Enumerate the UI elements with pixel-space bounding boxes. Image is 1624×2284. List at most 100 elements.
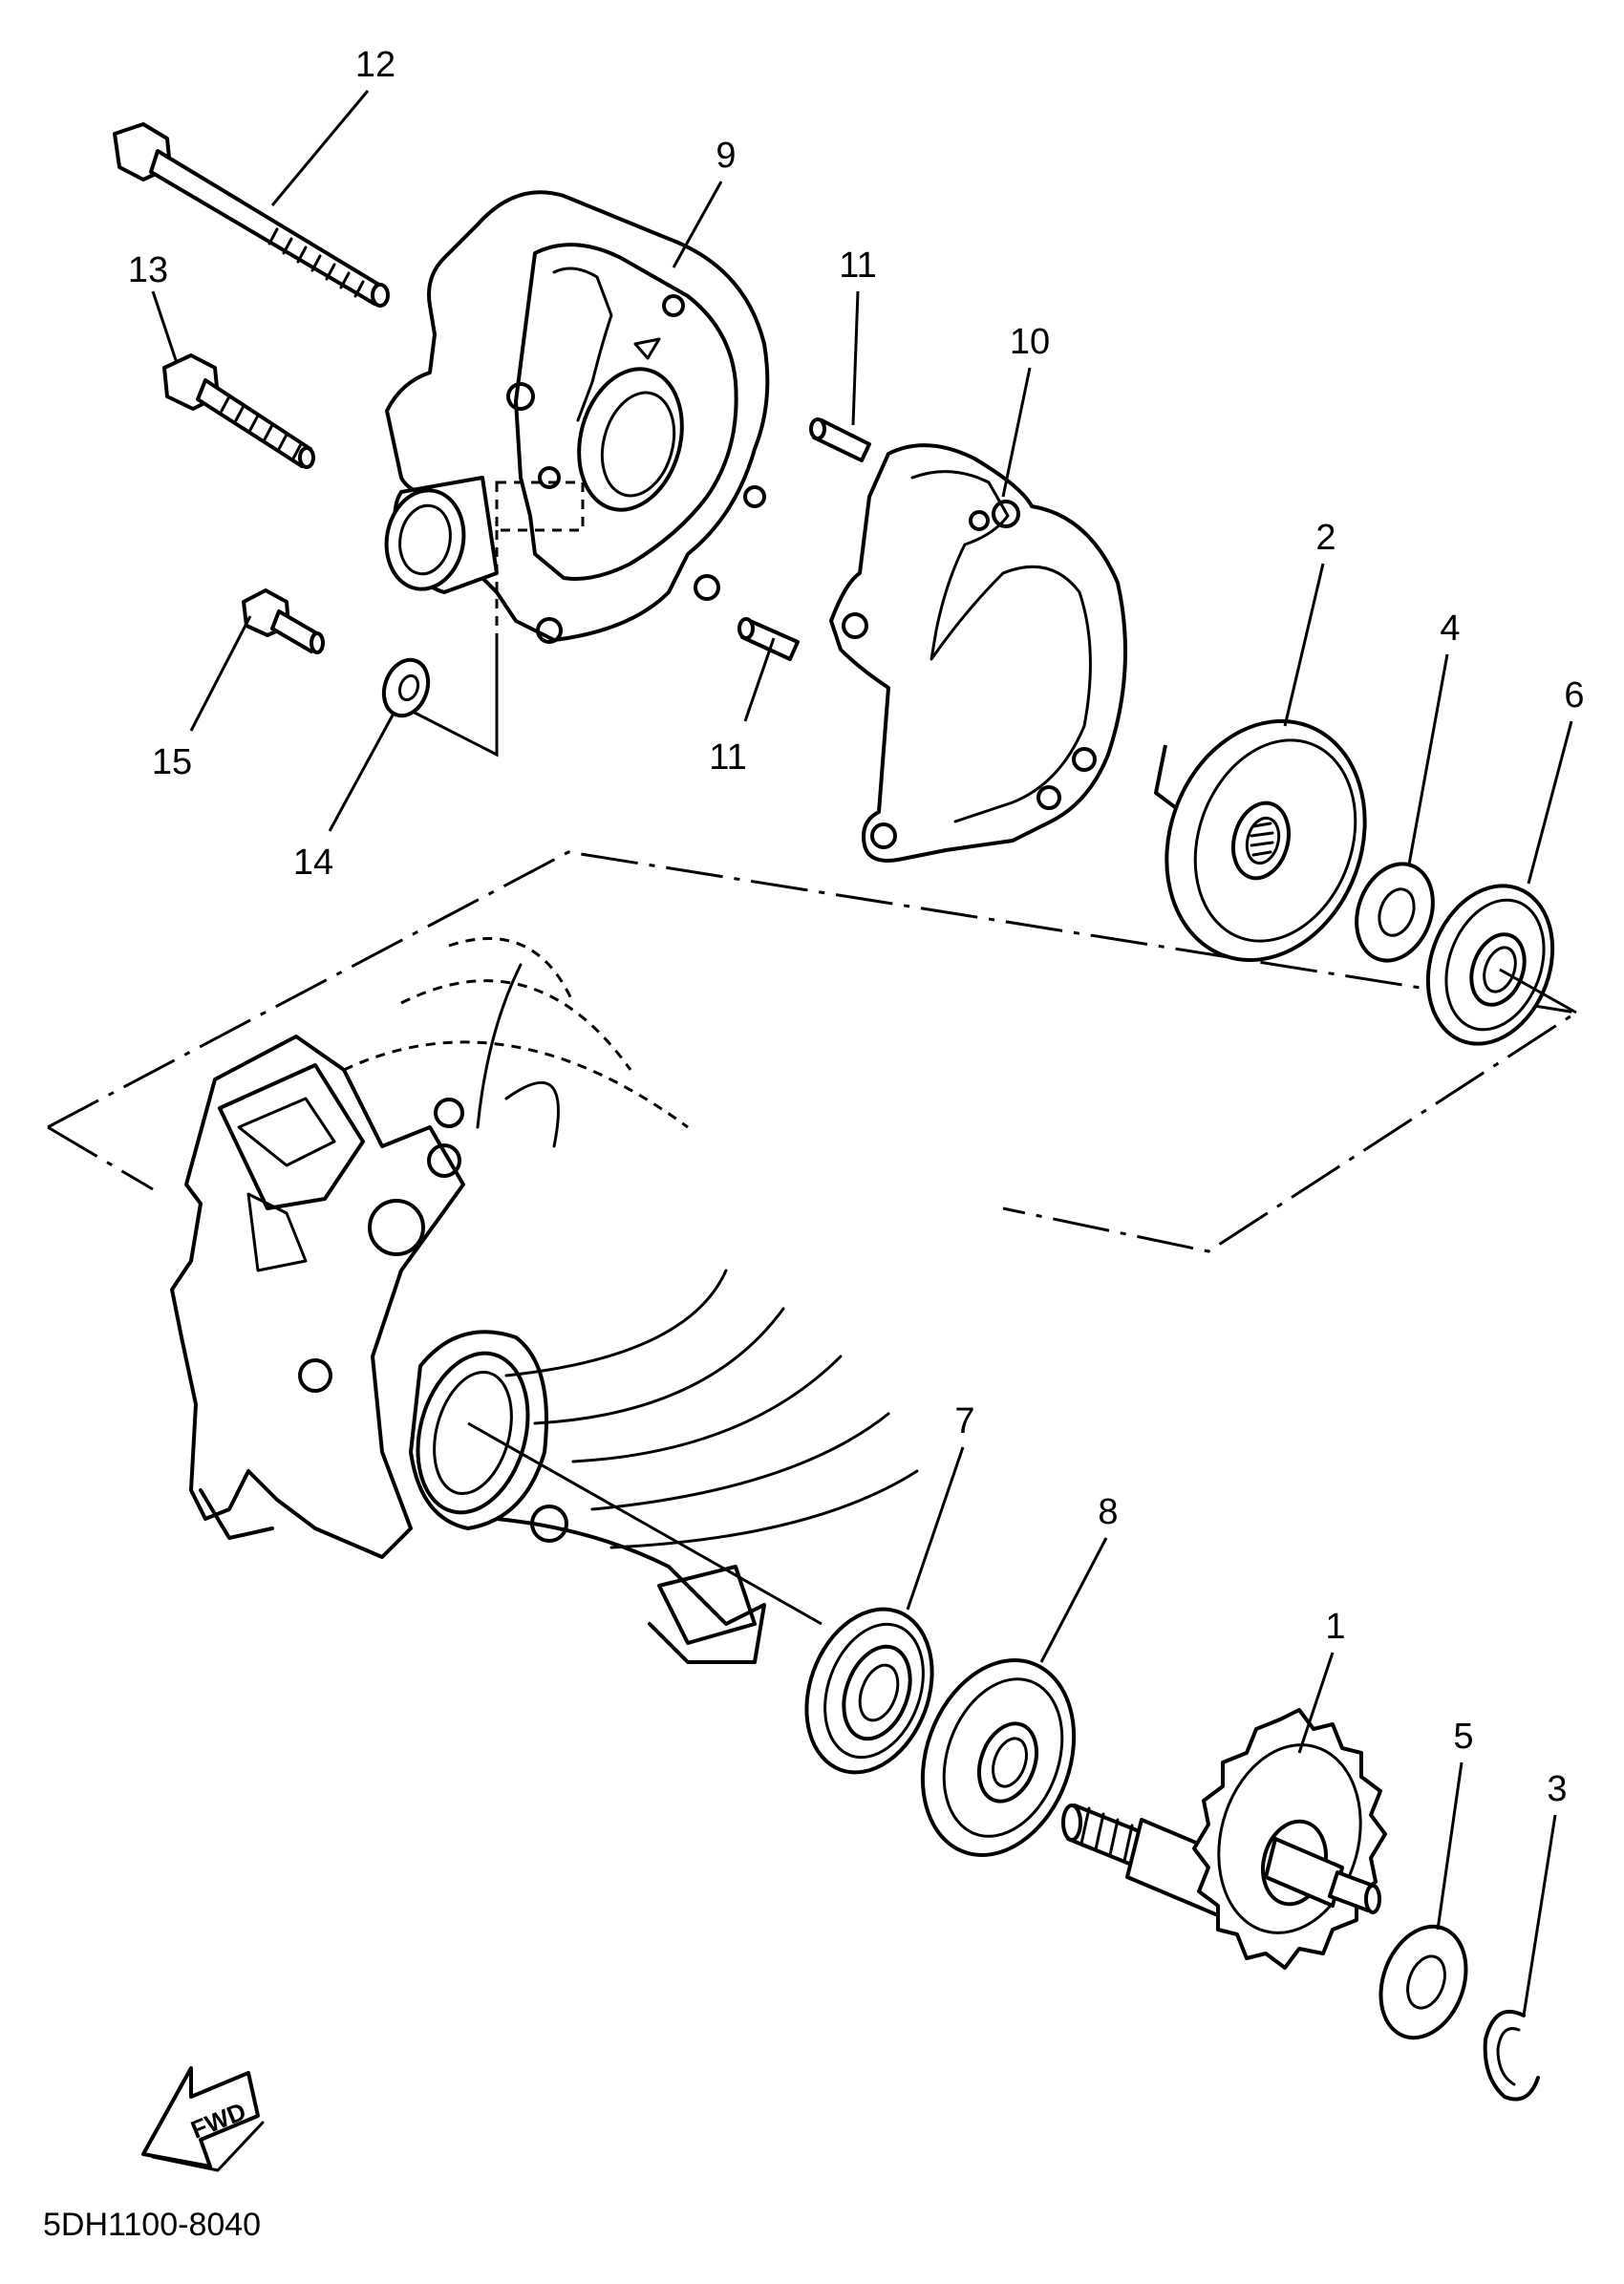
leader-13 <box>151 290 179 364</box>
callout-12: 12 <box>355 45 395 85</box>
oil-seal-8-rim <box>942 1677 1064 1838</box>
washer-5-outer <box>1378 1924 1468 2040</box>
dowel-pin-11-upper <box>809 417 871 462</box>
pump-cover-flange <box>514 243 738 581</box>
case-seal-housing <box>409 1330 548 1530</box>
callout-6: 6 <box>1564 675 1584 715</box>
leader-12 <box>270 90 370 206</box>
washer-5-hole <box>1406 1954 1446 2010</box>
case-seal-bore <box>416 1351 530 1515</box>
dowel-pin-upper-end <box>809 417 826 440</box>
gasket-10 <box>829 443 1127 863</box>
washer-14-outer <box>381 657 431 718</box>
oil-seal-6-rim <box>1444 898 1546 1032</box>
case-sweep-4 <box>533 1307 785 1425</box>
bolt-12 <box>113 122 390 308</box>
shaft-gear-root <box>1217 1743 1362 1934</box>
gasket-inner <box>910 470 1092 823</box>
oil-seal-8-lip <box>977 1721 1038 1804</box>
shaft-tip-face <box>1364 1884 1381 1914</box>
callout-1: 1 <box>1325 1607 1345 1647</box>
leader-lines <box>151 90 1573 2017</box>
bearing-7-balls <box>842 1644 912 1741</box>
crankcase-outline <box>170 937 919 1664</box>
shaft-axis-line <box>467 1421 823 1626</box>
pump-cover-hole-4 <box>536 617 563 644</box>
bolt-13-thread <box>220 395 303 460</box>
leader-11-upper <box>851 290 860 426</box>
bearing-7-race <box>823 1622 925 1760</box>
oil-seal-6-bore <box>1483 946 1517 993</box>
oil-seal-6 <box>1425 884 1555 1046</box>
gasket-hole-1 <box>969 510 990 531</box>
pump-cover-channel <box>552 267 613 422</box>
washer-4-hole <box>1378 887 1416 937</box>
callout-4: 4 <box>1440 608 1460 649</box>
dowel-pin-lower-end <box>737 617 755 640</box>
gasket-hole-3 <box>842 612 868 639</box>
impeller-hub-thread-lines <box>1250 822 1274 857</box>
leader-3 <box>1522 1814 1557 2017</box>
leader-9 <box>672 181 723 268</box>
fwd-arrow-shape <box>141 2066 260 2168</box>
case-foot <box>199 1488 274 1540</box>
callout-10: 10 <box>1010 322 1050 362</box>
gasket-hole-6 <box>1072 747 1097 772</box>
bolt-13 <box>162 353 315 469</box>
case-contour-3 <box>343 1040 689 1129</box>
case-body <box>170 1035 465 1559</box>
impeller-shaft-1 <box>1061 1708 1387 1970</box>
bolt-15 <box>242 588 325 654</box>
callout-3: 3 <box>1547 1769 1567 1809</box>
bearing-7-bore <box>858 1663 900 1722</box>
case-sweep-2 <box>590 1412 890 1511</box>
case-rib-1 <box>476 963 523 1129</box>
pump-cover-impeller-bore-inner <box>600 391 676 498</box>
leader-4 <box>1407 653 1449 865</box>
callout-14: 14 <box>293 843 333 883</box>
oil-seal-8 <box>920 1658 1077 1857</box>
case-sweep-1 <box>571 1355 843 1463</box>
seal-axis-line <box>1499 968 1577 1014</box>
pump-cover-hole-1 <box>662 294 685 317</box>
pump-cover-hole-5 <box>694 574 720 601</box>
case-sweep-5 <box>504 1269 728 1377</box>
case-contour-1 <box>448 937 575 1004</box>
fwd-arrow-depth <box>151 2121 265 2172</box>
oil-seal-8-outer <box>920 1658 1077 1857</box>
pump-cover-outlet-inner <box>398 503 452 576</box>
leader-6 <box>1527 720 1573 885</box>
callout-9: 9 <box>716 136 736 176</box>
case-lower-block <box>657 1565 757 1645</box>
impeller-hub-thread <box>1245 816 1281 865</box>
case-lower-ridge <box>495 1517 766 1664</box>
fwd-arrow: FWD <box>141 2066 265 2172</box>
callout-11-upper: 11 <box>839 245 876 286</box>
case-boss-3 <box>368 1199 425 1256</box>
case-seal-bore-inner <box>433 1370 513 1496</box>
case-lower-boss <box>530 1505 568 1543</box>
case-boss-4 <box>298 1358 332 1393</box>
leader-11-lower <box>743 637 776 722</box>
pump-cover-hole-3 <box>538 466 561 489</box>
shaft-splines <box>1079 1806 1134 1863</box>
leader-2 <box>1283 563 1325 727</box>
gasket-hole-2 <box>992 500 1020 528</box>
washer-14 <box>381 657 431 718</box>
bolt-12-shank <box>149 149 384 306</box>
pump-cover-hole-2 <box>506 382 535 411</box>
circlip-3 <box>1483 2010 1540 2102</box>
callout-8: 8 <box>1098 1492 1118 1532</box>
washer-14-hole <box>397 673 420 702</box>
leader-15 <box>189 615 252 732</box>
bolt-13-tip <box>298 446 315 469</box>
pump-cover-hidden-passage <box>495 480 585 532</box>
washer-4-outer <box>1355 862 1435 963</box>
gasket-outline <box>829 443 1127 863</box>
oil-seal-6-outer <box>1425 884 1555 1046</box>
callout-13: 13 <box>128 250 168 290</box>
washer-14-position-line <box>412 640 499 758</box>
circlip-3-outer <box>1483 2010 1540 2102</box>
washer-4 <box>1355 862 1435 963</box>
